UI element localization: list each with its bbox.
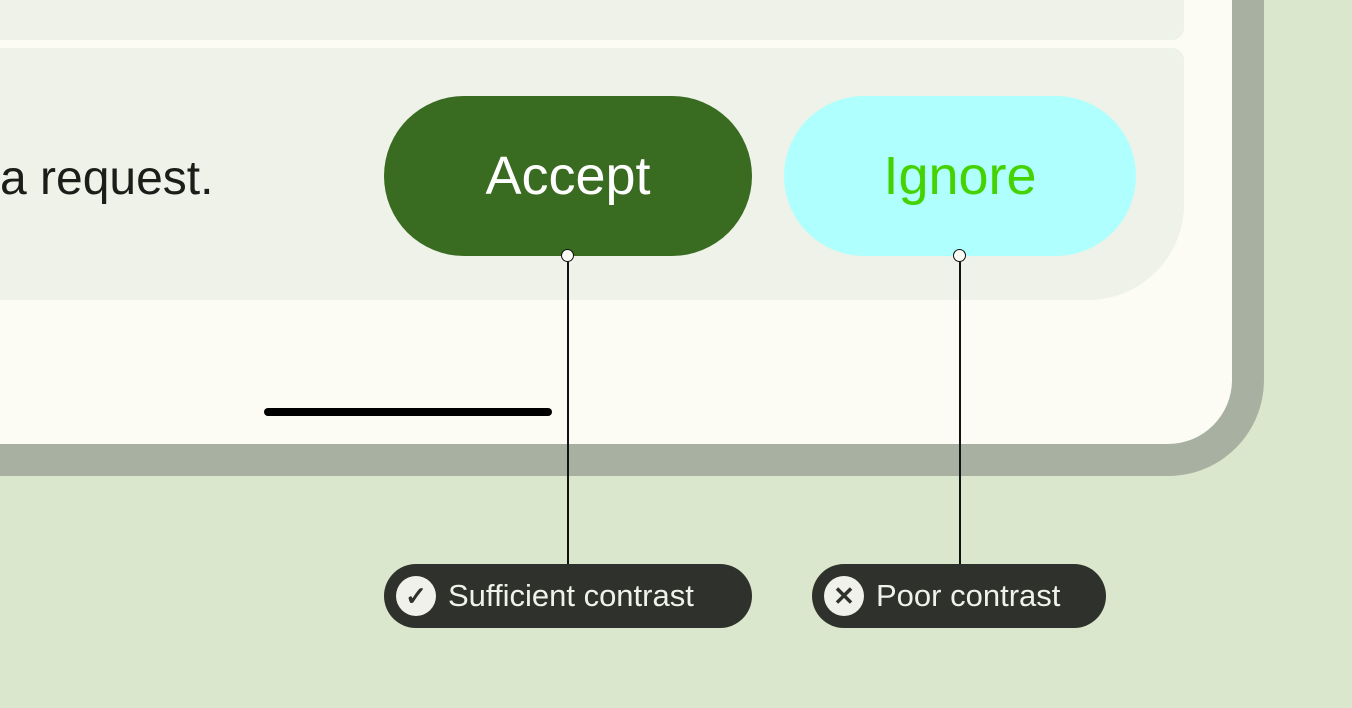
top-card — [0, 0, 1184, 40]
accept-button[interactable]: Accept — [384, 96, 752, 256]
request-message: a request. — [0, 152, 214, 205]
poor-contrast-tag: ✕ Poor contrast — [812, 564, 1106, 628]
tag-label: Sufficient contrast — [448, 578, 694, 613]
check-icon: ✓ — [396, 576, 436, 616]
close-icon: ✕ — [824, 576, 864, 616]
sufficient-contrast-tag: ✓ Sufficient contrast — [384, 564, 752, 628]
annotation-line-ignore — [959, 262, 961, 564]
annotation-dot-accept — [561, 249, 574, 262]
ignore-button[interactable]: Ignore — [784, 96, 1136, 256]
annotation-line-accept — [567, 262, 569, 564]
annotation-dot-ignore — [953, 249, 966, 262]
gesture-handle — [264, 408, 552, 416]
tag-label: Poor contrast — [876, 578, 1061, 613]
